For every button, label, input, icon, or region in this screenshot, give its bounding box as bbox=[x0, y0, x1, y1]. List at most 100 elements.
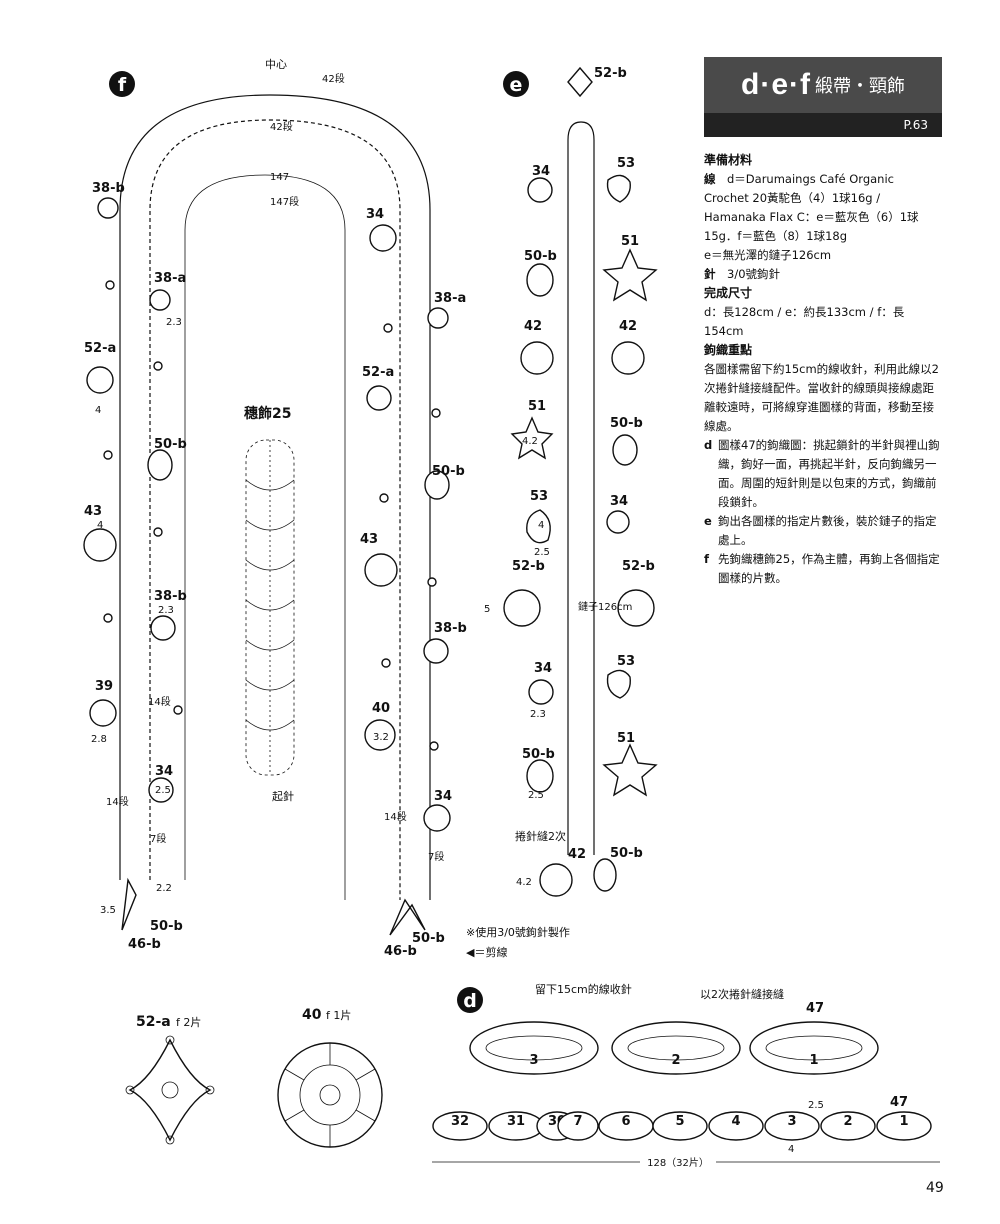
svg-text:1: 1 bbox=[809, 1053, 818, 1068]
d-join-note: 以2次捲針縫接縫 bbox=[700, 987, 784, 1001]
materials-heading: 準備材料 bbox=[704, 153, 753, 167]
lbl-f-r38b: 38-b bbox=[434, 621, 467, 636]
lbl-f-35: 3.5 bbox=[100, 905, 116, 916]
hook-text: 3/0號鉤針 bbox=[727, 267, 781, 281]
badge-e bbox=[503, 71, 529, 97]
lbl-f-52a: 52-a bbox=[84, 341, 116, 356]
materials-yarn: 線 d＝Darumaings Café Organic Crochet 20黃駝… bbox=[704, 170, 942, 246]
lbl-e-42num: 4.2 bbox=[522, 436, 538, 447]
center-label: 中心 bbox=[265, 58, 287, 71]
badge-e-text: e bbox=[510, 74, 523, 96]
lbl-f-38a: 38-a bbox=[154, 271, 186, 286]
points-heading: 鉤織重點 bbox=[704, 343, 753, 357]
lbl-e-50b: 50-b bbox=[524, 249, 557, 264]
d-dim-25: 2.5 bbox=[808, 1100, 824, 1111]
d-motif-47: 47 bbox=[806, 1001, 824, 1016]
note-hook: ※使用3/0號鉤針製作 bbox=[466, 925, 570, 939]
lbl-f-50b: 50-b bbox=[154, 437, 187, 452]
d-piece-number: 3 bbox=[787, 1114, 796, 1129]
lbl-f-14b: 14段 bbox=[106, 795, 129, 808]
lbl-e-34c: 34 bbox=[534, 661, 552, 676]
tassel-start: 起針 bbox=[272, 789, 294, 803]
lbl-f-38b-2: 38-b bbox=[154, 589, 187, 604]
lbl-f-r34: 34 bbox=[366, 207, 384, 222]
yarn-key: 線 bbox=[704, 172, 716, 186]
d-piece-number: 4 bbox=[731, 1114, 740, 1129]
chain-e bbox=[567, 121, 595, 855]
lbl-f-46b: 46-b bbox=[128, 937, 161, 952]
d-piece bbox=[432, 1111, 488, 1141]
lbl-f-r32: 3.2 bbox=[373, 732, 389, 743]
lbl-f-r14: 14段 bbox=[384, 810, 407, 823]
f-left-motifs bbox=[83, 197, 183, 931]
lbl-e-52b: 52-b bbox=[594, 66, 627, 81]
lbl-e-42c: 42 bbox=[568, 847, 586, 862]
step-d-key: d bbox=[704, 438, 713, 452]
lbl-f-23b: 2.3 bbox=[158, 605, 174, 616]
lbl-e-23: 2.3 bbox=[530, 709, 546, 720]
hook-key: 針 bbox=[704, 267, 716, 281]
lbl-f-r46b: 46-b bbox=[384, 944, 417, 959]
page-number: 49 bbox=[926, 1180, 944, 1196]
d-piece-number: 1 bbox=[899, 1114, 908, 1129]
lbl-e-25b: 2.5 bbox=[528, 790, 544, 801]
rows-147: 147 bbox=[270, 172, 289, 183]
chart-52a-label: 52-a bbox=[136, 1014, 171, 1030]
chart-52a bbox=[125, 1035, 215, 1145]
step-e-text: 鉤出各圖樣的指定片數後，裝於鏈子的指定處上。 bbox=[718, 514, 937, 547]
rows-42-inner: 42段 bbox=[270, 120, 293, 133]
lbl-f-38b: 38-b bbox=[92, 181, 125, 196]
lbl-e-53b: 53 bbox=[530, 489, 548, 504]
d-length: 128（32片） bbox=[647, 1156, 709, 1169]
tassel-title: 穗飾25 bbox=[244, 405, 291, 422]
lbl-f-4a: 4 bbox=[95, 405, 101, 416]
chart-40-count: f 1片 bbox=[326, 1009, 351, 1022]
d-piece-number: 7 bbox=[573, 1114, 582, 1129]
lbl-e-52b-2: 52-b bbox=[512, 559, 545, 574]
lbl-f-4b: 4 bbox=[97, 520, 103, 531]
d-piece-number: 32 bbox=[451, 1114, 469, 1129]
lbl-e-53c: 53 bbox=[617, 654, 635, 669]
step-f-key: f bbox=[704, 552, 710, 566]
lbl-f-25: 2.5 bbox=[155, 785, 171, 796]
step-e: e 鉤出各圖樣的指定片數後，裝於鏈子的指定處上。 bbox=[704, 512, 942, 550]
tassel-chart bbox=[245, 439, 295, 776]
chart-40-label: 40 bbox=[302, 1007, 322, 1023]
step-e-key: e bbox=[704, 514, 712, 528]
lbl-f-r52a: 52-a bbox=[362, 365, 394, 380]
lbl-e-4: 4 bbox=[538, 520, 544, 531]
chart-52a-count: f 2片 bbox=[176, 1016, 201, 1029]
title-sub: 緞帶・頸飾 bbox=[814, 76, 905, 97]
d-piece bbox=[764, 1111, 820, 1141]
lbl-f-r40: 40 bbox=[372, 701, 390, 716]
d-piece-number: 6 bbox=[621, 1114, 630, 1129]
step-f-text: 先鉤織穗飾25，作為主體，再鉤上各個指定圖樣的片數。 bbox=[718, 552, 940, 585]
lbl-f-23a: 2.3 bbox=[166, 317, 182, 328]
d-piece bbox=[557, 1111, 599, 1141]
chart-40 bbox=[277, 1042, 383, 1148]
d-dim-4: 4 bbox=[788, 1144, 794, 1155]
size-text: d：長128cm / e：約長133cm / f：長154cm bbox=[704, 305, 905, 338]
lbl-e-5: 5 bbox=[484, 604, 490, 615]
info-panel: d·e·f 緞帶・頸飾 P.63 準備材料 線 d＝Darumaings Caf… bbox=[704, 57, 942, 588]
d-piece-number: 31 bbox=[507, 1114, 525, 1129]
lbl-f-r7: 7段 bbox=[428, 850, 444, 863]
lbl-f-r43: 43 bbox=[360, 532, 378, 547]
lbl-e-34: 34 bbox=[532, 164, 550, 179]
lbl-e-51b: 51 bbox=[528, 399, 546, 414]
band-inner bbox=[184, 174, 346, 900]
lbl-f-7a: 7段 bbox=[150, 832, 166, 845]
lbl-f-r50b-2: 50-b bbox=[412, 931, 445, 946]
band-ruffle bbox=[149, 119, 401, 900]
e-motifs bbox=[503, 66, 658, 897]
lbl-e-50b-4: 50-b bbox=[610, 846, 643, 861]
d-leave-note: 留下15cm的線收針 bbox=[535, 982, 632, 996]
d-piece-number: 2 bbox=[843, 1114, 852, 1129]
lbl-e-42num-b: 4.2 bbox=[516, 877, 532, 888]
badge-d-text: d bbox=[463, 990, 477, 1012]
d-motif-47b: 47 bbox=[890, 1095, 908, 1110]
lbl-f-28: 2.8 bbox=[91, 734, 107, 745]
